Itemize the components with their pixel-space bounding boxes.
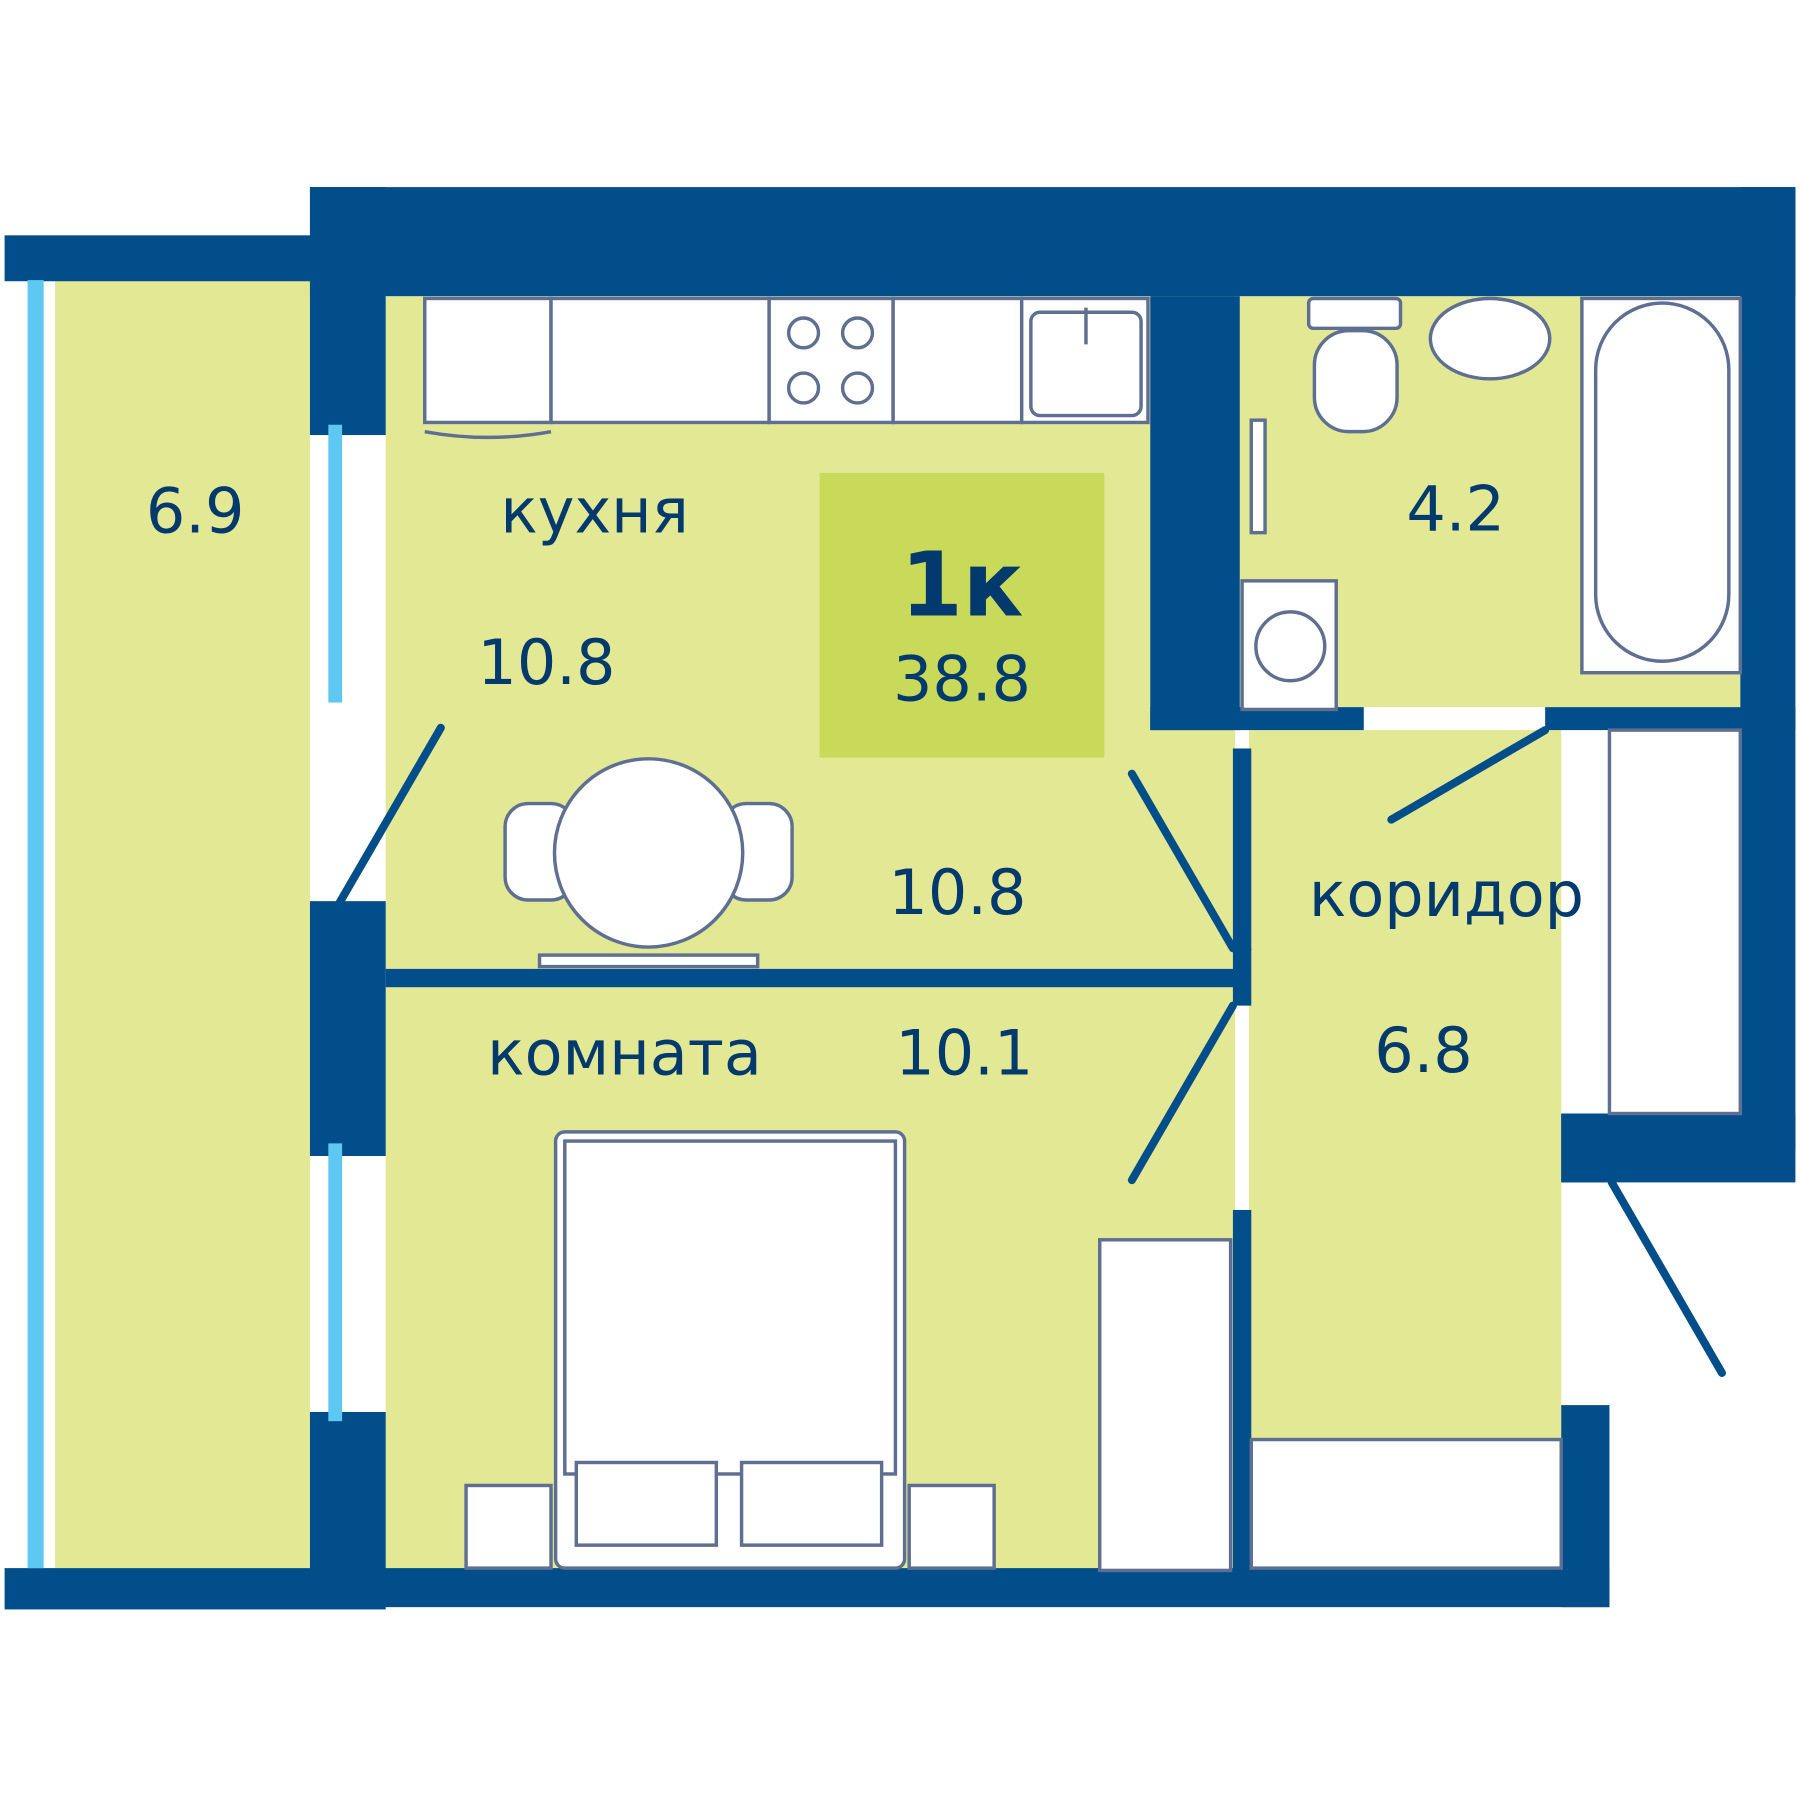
balcony-window <box>27 280 44 1569</box>
bathroom-fixtures <box>1240 296 1743 712</box>
kitchen-window <box>328 424 343 703</box>
kitchen-counter <box>423 296 1150 440</box>
doors[interactable] <box>335 723 1726 1377</box>
corridor-area: 6.8 <box>1374 1014 1473 1087</box>
corridor-floor[interactable] <box>1248 730 1562 1571</box>
corridor-wardrobe <box>1607 728 1743 1116</box>
walls <box>4 187 1796 1610</box>
bathroom-area: 4.2 <box>1406 472 1505 545</box>
bed <box>464 1130 996 1570</box>
room-area: 10.1 <box>895 1016 1033 1089</box>
balcony-area: 6.9 <box>146 475 245 548</box>
apartment-badge <box>819 472 1105 758</box>
corridor-shelf <box>1249 1437 1563 1570</box>
kitchen-name: кухня <box>500 475 689 548</box>
kitchen-area: 10.8 <box>477 626 615 699</box>
room-window <box>328 1143 343 1422</box>
total-area: 38.8 <box>893 642 1031 715</box>
balcony-floor[interactable] <box>55 280 310 1569</box>
room-name: комната <box>487 1016 762 1089</box>
room-wardrobe <box>1098 1238 1233 1573</box>
type-label: 1к <box>900 533 1023 637</box>
corridor-name: коридор <box>1309 858 1584 931</box>
dining-table <box>503 757 794 969</box>
dining-area: 10.8 <box>888 856 1026 929</box>
